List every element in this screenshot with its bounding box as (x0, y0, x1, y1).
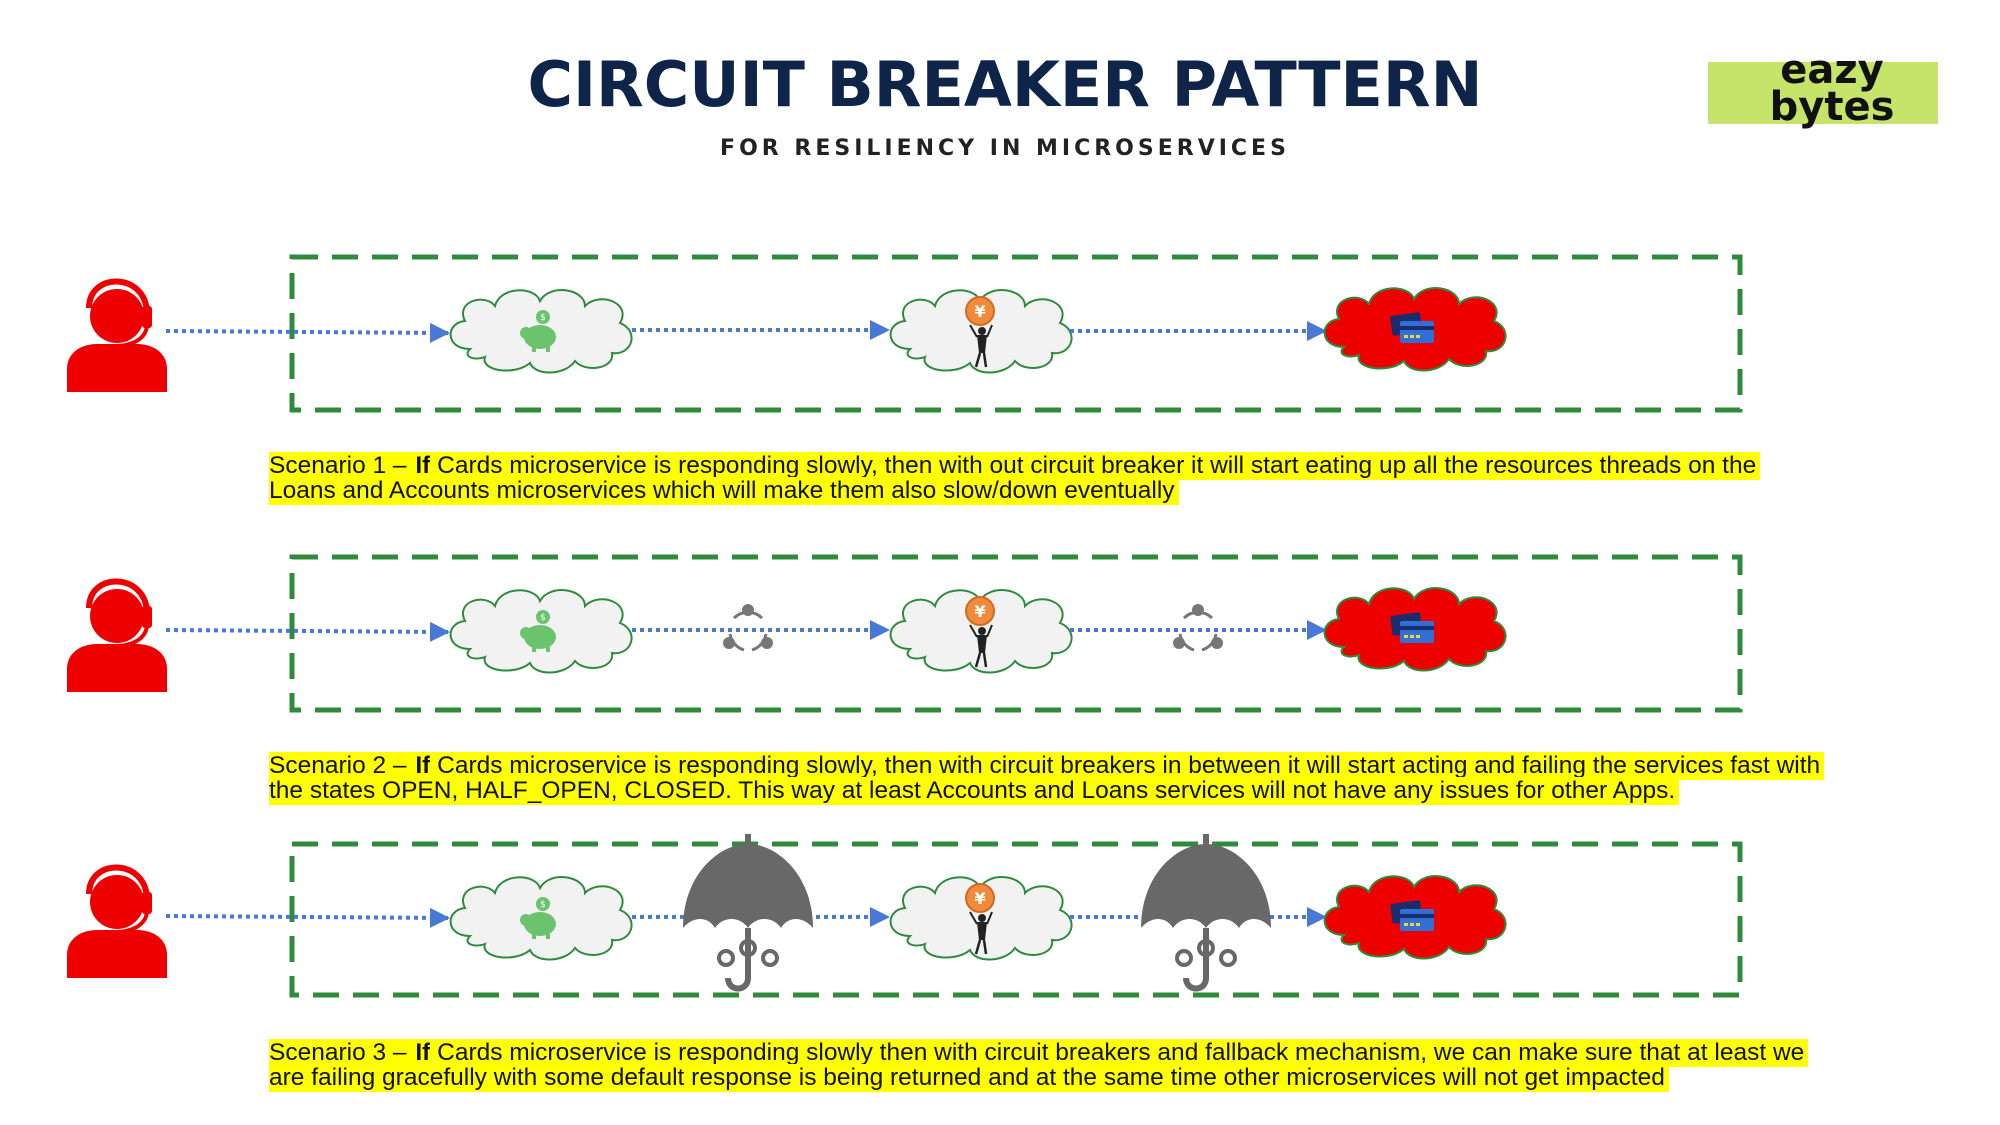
circuit-breaker-cycle-icon (721, 602, 775, 652)
user-icon (67, 581, 167, 692)
user-icon (67, 281, 167, 392)
scenario-1-prefix: Scenario 1 – (269, 452, 416, 480)
scenario-1-boundary (289, 254, 1743, 413)
accounts-service-cloud (449, 289, 633, 374)
scenario-1-text: Cards microservice is responding slowly,… (269, 452, 1759, 505)
scenario-1-emphasis: If (415, 452, 431, 479)
scenario-2-text: Cards microservice is responding slowly,… (269, 752, 1823, 805)
accounts-service-cloud (449, 876, 633, 961)
fallback-umbrella-icon (1141, 834, 1271, 989)
scenario-2-prefix: Scenario 2 – (269, 752, 416, 780)
scenario-2-boundary (289, 554, 1743, 713)
cards-service-cloud (1323, 287, 1507, 372)
scenario-3-diagram (67, 834, 1743, 998)
logo-line-2: bytes (1769, 84, 1895, 130)
scenario-3-text: Cards microservice is responding slowly … (269, 1039, 1807, 1092)
scenario-3-emphasis: If (415, 1039, 431, 1066)
scenario-3-prefix: Scenario 3 – (269, 1039, 416, 1067)
cards-service-cloud (1323, 875, 1507, 960)
loans-service-cloud (889, 289, 1073, 374)
eazybytes-logo: eazy bytes (1757, 47, 1907, 130)
request-arrow (165, 621, 450, 642)
scenario-1-diagram (67, 254, 1743, 413)
scenario-3-caption: Scenario 3 – If Cards microservice is re… (269, 1039, 1829, 1092)
circuit-breaker-cycle-icon (1171, 602, 1225, 652)
request-arrow (165, 322, 450, 343)
page-title: CIRCUIT BREAKER PATTERN (527, 48, 1483, 121)
scenario-1-caption: Scenario 1 – If Cards microservice is re… (269, 452, 1829, 505)
page-subtitle: FOR RESILIENCY IN MICROSERVICES (720, 136, 1290, 161)
accounts-service-cloud (449, 589, 633, 674)
loans-service-cloud (889, 876, 1073, 961)
fallback-umbrella-icon (683, 834, 813, 989)
logo-line-1: eazy (1780, 47, 1884, 93)
request-arrow (165, 907, 450, 928)
scenario-2-emphasis: If (415, 752, 431, 779)
logo-background (1708, 62, 1938, 124)
scenario-3-boundary (289, 841, 1743, 998)
user-icon (67, 867, 167, 978)
scenario-2-diagram (67, 554, 1743, 713)
cards-service-cloud (1323, 587, 1507, 672)
loans-service-cloud (889, 589, 1073, 674)
scenario-2-caption: Scenario 2 – If Cards microservice is re… (269, 752, 1829, 805)
